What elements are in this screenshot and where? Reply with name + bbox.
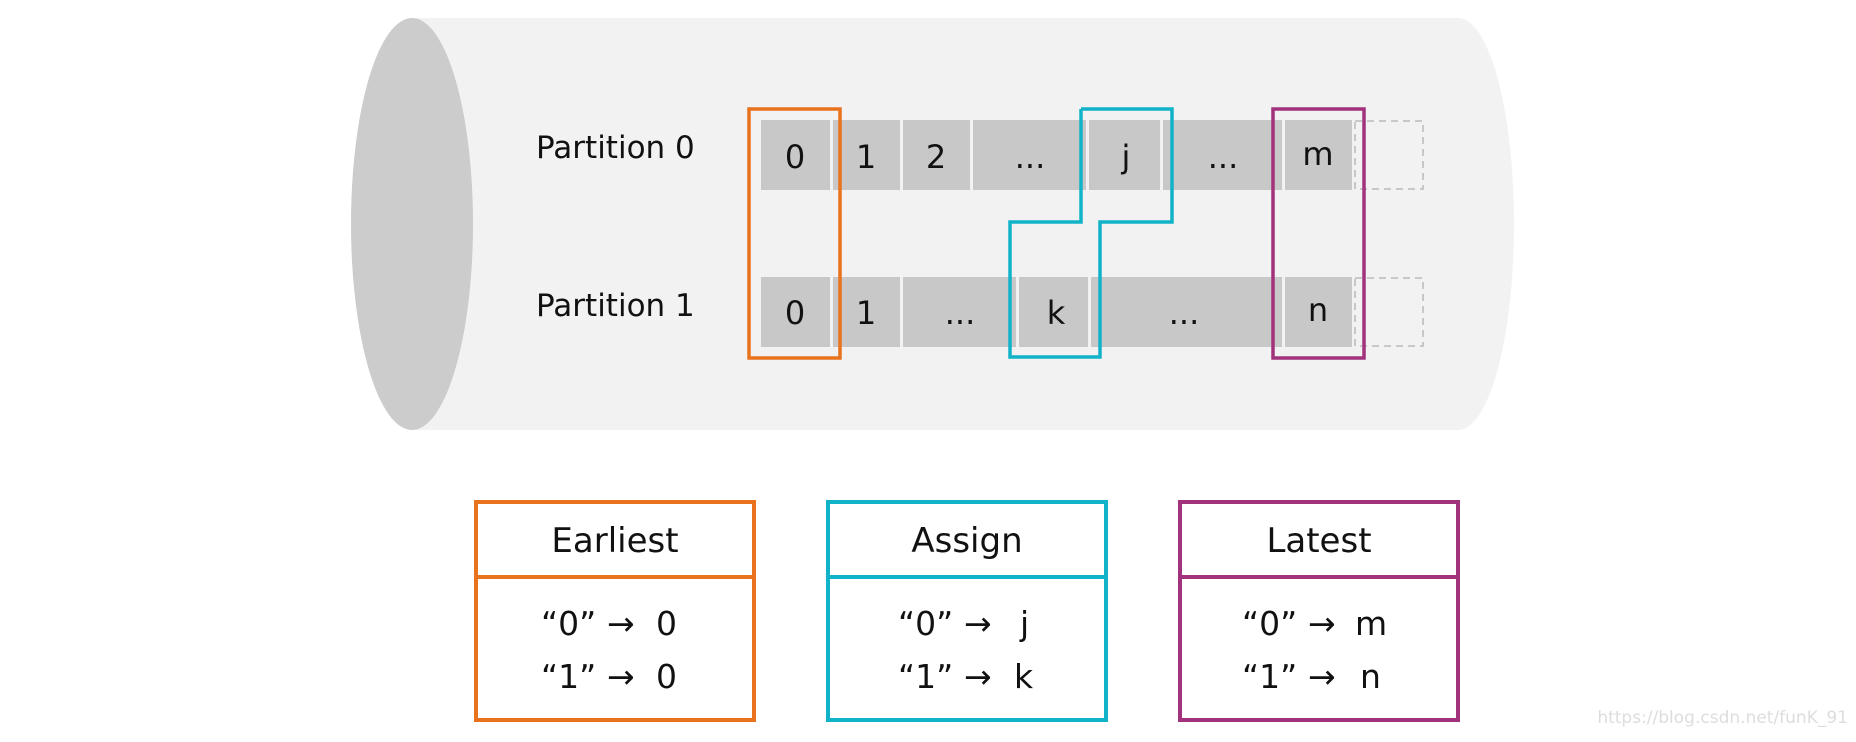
earliest-mapping-0-value: 0: [656, 604, 677, 643]
partition-1-cell: [761, 277, 830, 347]
earliest-box-frame: [474, 500, 756, 722]
earliest-mapping-0-arrow: →: [607, 604, 635, 643]
assign-box-frame: [826, 500, 1108, 722]
partition-0-cell: [761, 120, 830, 190]
topic-cylinder-body: [412, 18, 1458, 430]
partition-1-cell: [1091, 277, 1282, 347]
partition-0-cell-text: j: [1121, 138, 1131, 176]
partition-0-cell: [833, 120, 900, 190]
partition-1-cell: [833, 277, 900, 347]
assign-mapping-1-key: “1”: [898, 657, 953, 696]
latest-box: Latest “0” → m “1” → n: [1178, 500, 1460, 722]
earliest-mapping-1-value: 0: [656, 657, 677, 696]
partition-0-cell: [1285, 120, 1352, 190]
assign-highlight: [1008, 107, 1174, 359]
earliest-highlight: [747, 107, 842, 360]
assign-mapping-1-arrow: →: [964, 657, 992, 696]
assign-mapping-0-arrow: →: [964, 604, 992, 643]
partition-1-cell-text: ...: [1169, 294, 1200, 332]
partition-1-cell: [1285, 277, 1352, 347]
partition-0-cell: [1089, 120, 1160, 190]
earliest-mapping-0-key: “0”: [541, 604, 596, 643]
earliest-mapping-1-arrow: →: [607, 657, 635, 696]
partition-0-cell: [1163, 120, 1282, 190]
topic-cylinder-right-cap: [1402, 18, 1514, 430]
partition-0-empty-slot: [1354, 120, 1424, 190]
partition-0-cell-text: ...: [1208, 138, 1239, 176]
partition-1-cell: [1019, 277, 1088, 347]
partition-1-cell-text: n: [1308, 291, 1328, 329]
partition-0-cell-text: ...: [1015, 138, 1046, 176]
latest-mapping-0-key: “0”: [1242, 604, 1297, 643]
partition-1-empty-slot: [1354, 277, 1424, 347]
partition-1-cell-text: 0: [785, 294, 805, 332]
partition-1-cell-text: ...: [945, 294, 976, 332]
assign-mapping-0-value: j: [1019, 604, 1029, 643]
partition-1-cell-text: k: [1047, 294, 1066, 332]
partition-0-cell: [903, 120, 970, 190]
assign-box-title: Assign: [911, 521, 1022, 561]
partition-0-cell: [973, 120, 1086, 190]
partition-1-cell: [903, 277, 1016, 347]
watermark: https://blog.csdn.net/funK_91: [1597, 708, 1848, 728]
assign-mapping-0-key: “0”: [898, 604, 953, 643]
latest-mapping-0-value: m: [1355, 604, 1387, 643]
latest-box-title: Latest: [1266, 521, 1371, 561]
partition-0-cell-text: 2: [926, 138, 946, 176]
latest-mapping-0-arrow: →: [1308, 604, 1336, 643]
partition-0-label: Partition 0: [536, 130, 695, 166]
latest-highlight: [1271, 107, 1366, 360]
partition-1-row: 0 1 ... k ... n: [761, 277, 1424, 347]
latest-mapping-1-key: “1”: [1242, 657, 1297, 696]
partition-0-cell-text: 0: [785, 138, 805, 176]
latest-mapping-1-value: n: [1360, 657, 1381, 696]
partition-0-cell-text: m: [1302, 135, 1333, 173]
assign-box: Assign “0” → j “1” → k: [826, 500, 1108, 722]
latest-box-frame: [1178, 500, 1460, 722]
earliest-box-title: Earliest: [551, 521, 678, 561]
assign-mapping-1-value: k: [1014, 657, 1034, 696]
earliest-box: Earliest “0” → 0 “1” → 0: [474, 500, 756, 722]
partition-1-cell-text: 1: [856, 294, 876, 332]
partition-1-label: Partition 1: [536, 288, 695, 324]
topic-cylinder-left-cap: [351, 18, 473, 430]
partition-0-cell-text: 1: [856, 138, 876, 176]
earliest-mapping-1-key: “1”: [541, 657, 596, 696]
partition-0-row: 0 1 2 ... j ... m: [761, 120, 1424, 190]
latest-mapping-1-arrow: →: [1308, 657, 1336, 696]
